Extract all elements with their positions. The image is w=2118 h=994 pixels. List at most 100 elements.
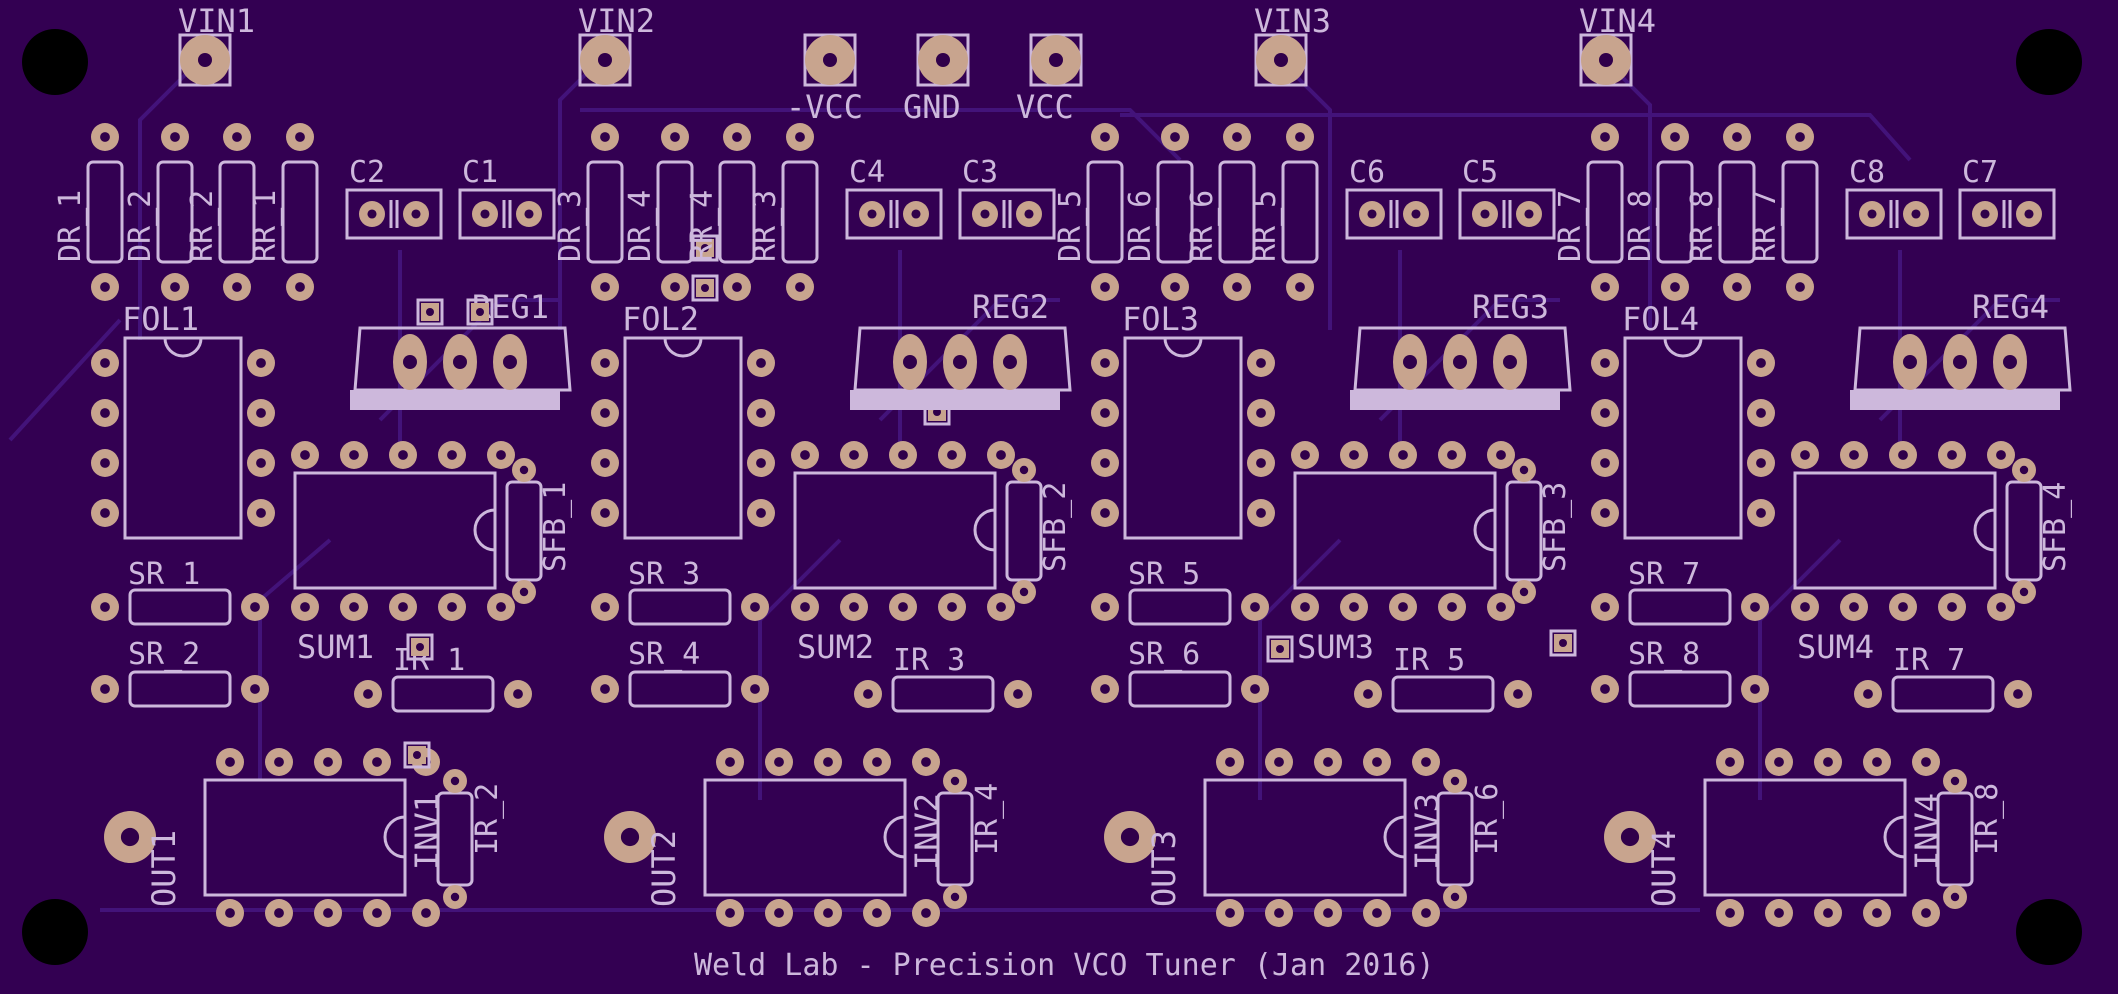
ir-5-body bbox=[1391, 675, 1495, 713]
ir-2-label: IR_2 bbox=[470, 783, 505, 855]
sum4-pin-t4-drill bbox=[1996, 450, 2006, 460]
rr-8-body bbox=[1718, 160, 1756, 264]
via-0-drill bbox=[426, 308, 434, 316]
fol1-pin-r3-drill bbox=[256, 508, 266, 518]
sr-4-pad-left-drill bbox=[600, 684, 610, 694]
dr-8-pad-bottom-drill bbox=[1670, 282, 1680, 292]
cap-3-pad-1-drill bbox=[980, 209, 990, 219]
cap-7-label: C7 bbox=[1962, 155, 1998, 190]
rr-1-body bbox=[281, 160, 319, 264]
rr-6-pad-top-drill bbox=[1232, 132, 1242, 142]
sum4-pin-t2-drill bbox=[1898, 450, 1908, 460]
via-8-outline bbox=[1549, 629, 1577, 657]
fol1-notch bbox=[163, 337, 203, 358]
vin4-pad bbox=[1579, 33, 1633, 87]
sum3-pin-t2-drill bbox=[1398, 450, 1408, 460]
fol4-label: FOL4 bbox=[1622, 300, 1699, 338]
rr-7-label: RR_7 bbox=[1748, 190, 1783, 262]
sum4-notch bbox=[1973, 508, 1996, 552]
ir-5-label: IR_5 bbox=[1393, 643, 1465, 678]
ir-1-pad-right-drill bbox=[513, 689, 523, 699]
out3-label: OUT3 bbox=[1145, 830, 1183, 907]
inv4-pin-b0-drill bbox=[1725, 908, 1735, 918]
cap-1-pad-2-drill bbox=[524, 209, 534, 219]
sum3-pin-b0-drill bbox=[1300, 602, 1310, 612]
rr-2-pad-top-drill bbox=[232, 132, 242, 142]
ir-4-pad-top-drill bbox=[950, 776, 960, 786]
ir-7-label: IR_7 bbox=[1893, 643, 1965, 678]
inv4-pin-t0-drill bbox=[1725, 757, 1735, 767]
vin1-label: VIN1 bbox=[178, 2, 255, 40]
reg1-outline bbox=[353, 326, 572, 392]
inv4-notch bbox=[1883, 815, 1906, 859]
dr-2-pad-top-drill bbox=[170, 132, 180, 142]
cap-8-outline bbox=[1845, 188, 1943, 240]
via-2-outline bbox=[406, 633, 434, 661]
sum1-body bbox=[293, 471, 497, 590]
inv3-pin-b4-drill bbox=[1421, 908, 1431, 918]
inv4-label: INV4 bbox=[1908, 793, 1946, 870]
sum4-pin-t3-drill bbox=[1947, 450, 1957, 460]
fol2-pin-r1-drill bbox=[756, 408, 766, 418]
mount-hole-top-left bbox=[22, 29, 88, 95]
inv2-pin-t0-drill bbox=[725, 757, 735, 767]
inv1-body bbox=[203, 778, 407, 897]
cap-6-pad-2-drill bbox=[1411, 209, 1421, 219]
via-0-outline bbox=[416, 298, 444, 326]
dr-3-body bbox=[586, 160, 624, 264]
fol1-pin-l3-drill bbox=[100, 508, 110, 518]
fol3-pin-r2-drill bbox=[1256, 458, 1266, 468]
ir-7-pad-left-drill bbox=[1863, 689, 1873, 699]
rr-5-pad-bottom-drill bbox=[1295, 282, 1305, 292]
inv1-pin-b0-drill bbox=[225, 908, 235, 918]
rr-2-pad-bottom-drill bbox=[232, 282, 242, 292]
rr-3-pad-bottom-drill bbox=[795, 282, 805, 292]
sr-1-label: SR_1 bbox=[128, 557, 200, 592]
sr-3-body bbox=[628, 588, 732, 626]
sr-3-pad-left-drill bbox=[600, 602, 610, 612]
reg4-outline bbox=[1853, 326, 2072, 392]
cap-7-outline bbox=[1958, 188, 2056, 240]
inv3-pin-b0-drill bbox=[1225, 908, 1235, 918]
sr-1-pad-right-drill bbox=[250, 602, 260, 612]
rr-3-body bbox=[781, 160, 819, 264]
ir-4-pad-bottom-drill bbox=[950, 892, 960, 902]
inv4-body bbox=[1703, 778, 1907, 897]
ir-8-pad-bottom-drill bbox=[1950, 892, 1960, 902]
inv2-body bbox=[703, 778, 907, 897]
fol4-pin-l2-drill bbox=[1600, 458, 1610, 468]
sr-5-body bbox=[1128, 588, 1232, 626]
via-4-drill bbox=[701, 244, 709, 252]
ir-8-label: IR_8 bbox=[1970, 783, 2005, 855]
sfb-2-label: SFB_2 bbox=[1038, 482, 1073, 572]
dr-4-pad-top-drill bbox=[670, 132, 680, 142]
sum3-pin-b1-drill bbox=[1349, 602, 1359, 612]
dr-4-body bbox=[656, 160, 694, 264]
vcc-label: VCC bbox=[1016, 88, 1074, 126]
reg3-pin-1-drill bbox=[1453, 355, 1467, 369]
sum2-pin-t2-drill bbox=[898, 450, 908, 460]
cap-4-label: C4 bbox=[849, 155, 885, 190]
rr-3-pad-top-drill bbox=[795, 132, 805, 142]
inv2-pin-b0-drill bbox=[725, 908, 735, 918]
sum1-pin-b1-drill bbox=[349, 602, 359, 612]
via-5-drill bbox=[701, 284, 709, 292]
gnd-label: GND bbox=[903, 88, 961, 126]
rr-8-pad-bottom-drill bbox=[1732, 282, 1742, 292]
ir-3-pad-left-drill bbox=[863, 689, 873, 699]
inv2-label: INV2 bbox=[908, 793, 946, 870]
sfb-3-label: SFB_3 bbox=[1538, 482, 1573, 572]
sum3-pin-b2-drill bbox=[1398, 602, 1408, 612]
inv1-pin-t2-drill bbox=[323, 757, 333, 767]
dr-3-pad-top-drill bbox=[600, 132, 610, 142]
sr-7-pad-right-drill bbox=[1750, 602, 1760, 612]
dr-7-body bbox=[1586, 160, 1624, 264]
ir-1-pad-left-drill bbox=[363, 689, 373, 699]
ir-3-pad-right-drill bbox=[1013, 689, 1023, 699]
nvcc-label: -VCC bbox=[786, 88, 863, 126]
inv1-notch bbox=[383, 815, 406, 859]
cap-1-pad-1-drill bbox=[480, 209, 490, 219]
sum3-pin-t0-drill bbox=[1300, 450, 1310, 460]
